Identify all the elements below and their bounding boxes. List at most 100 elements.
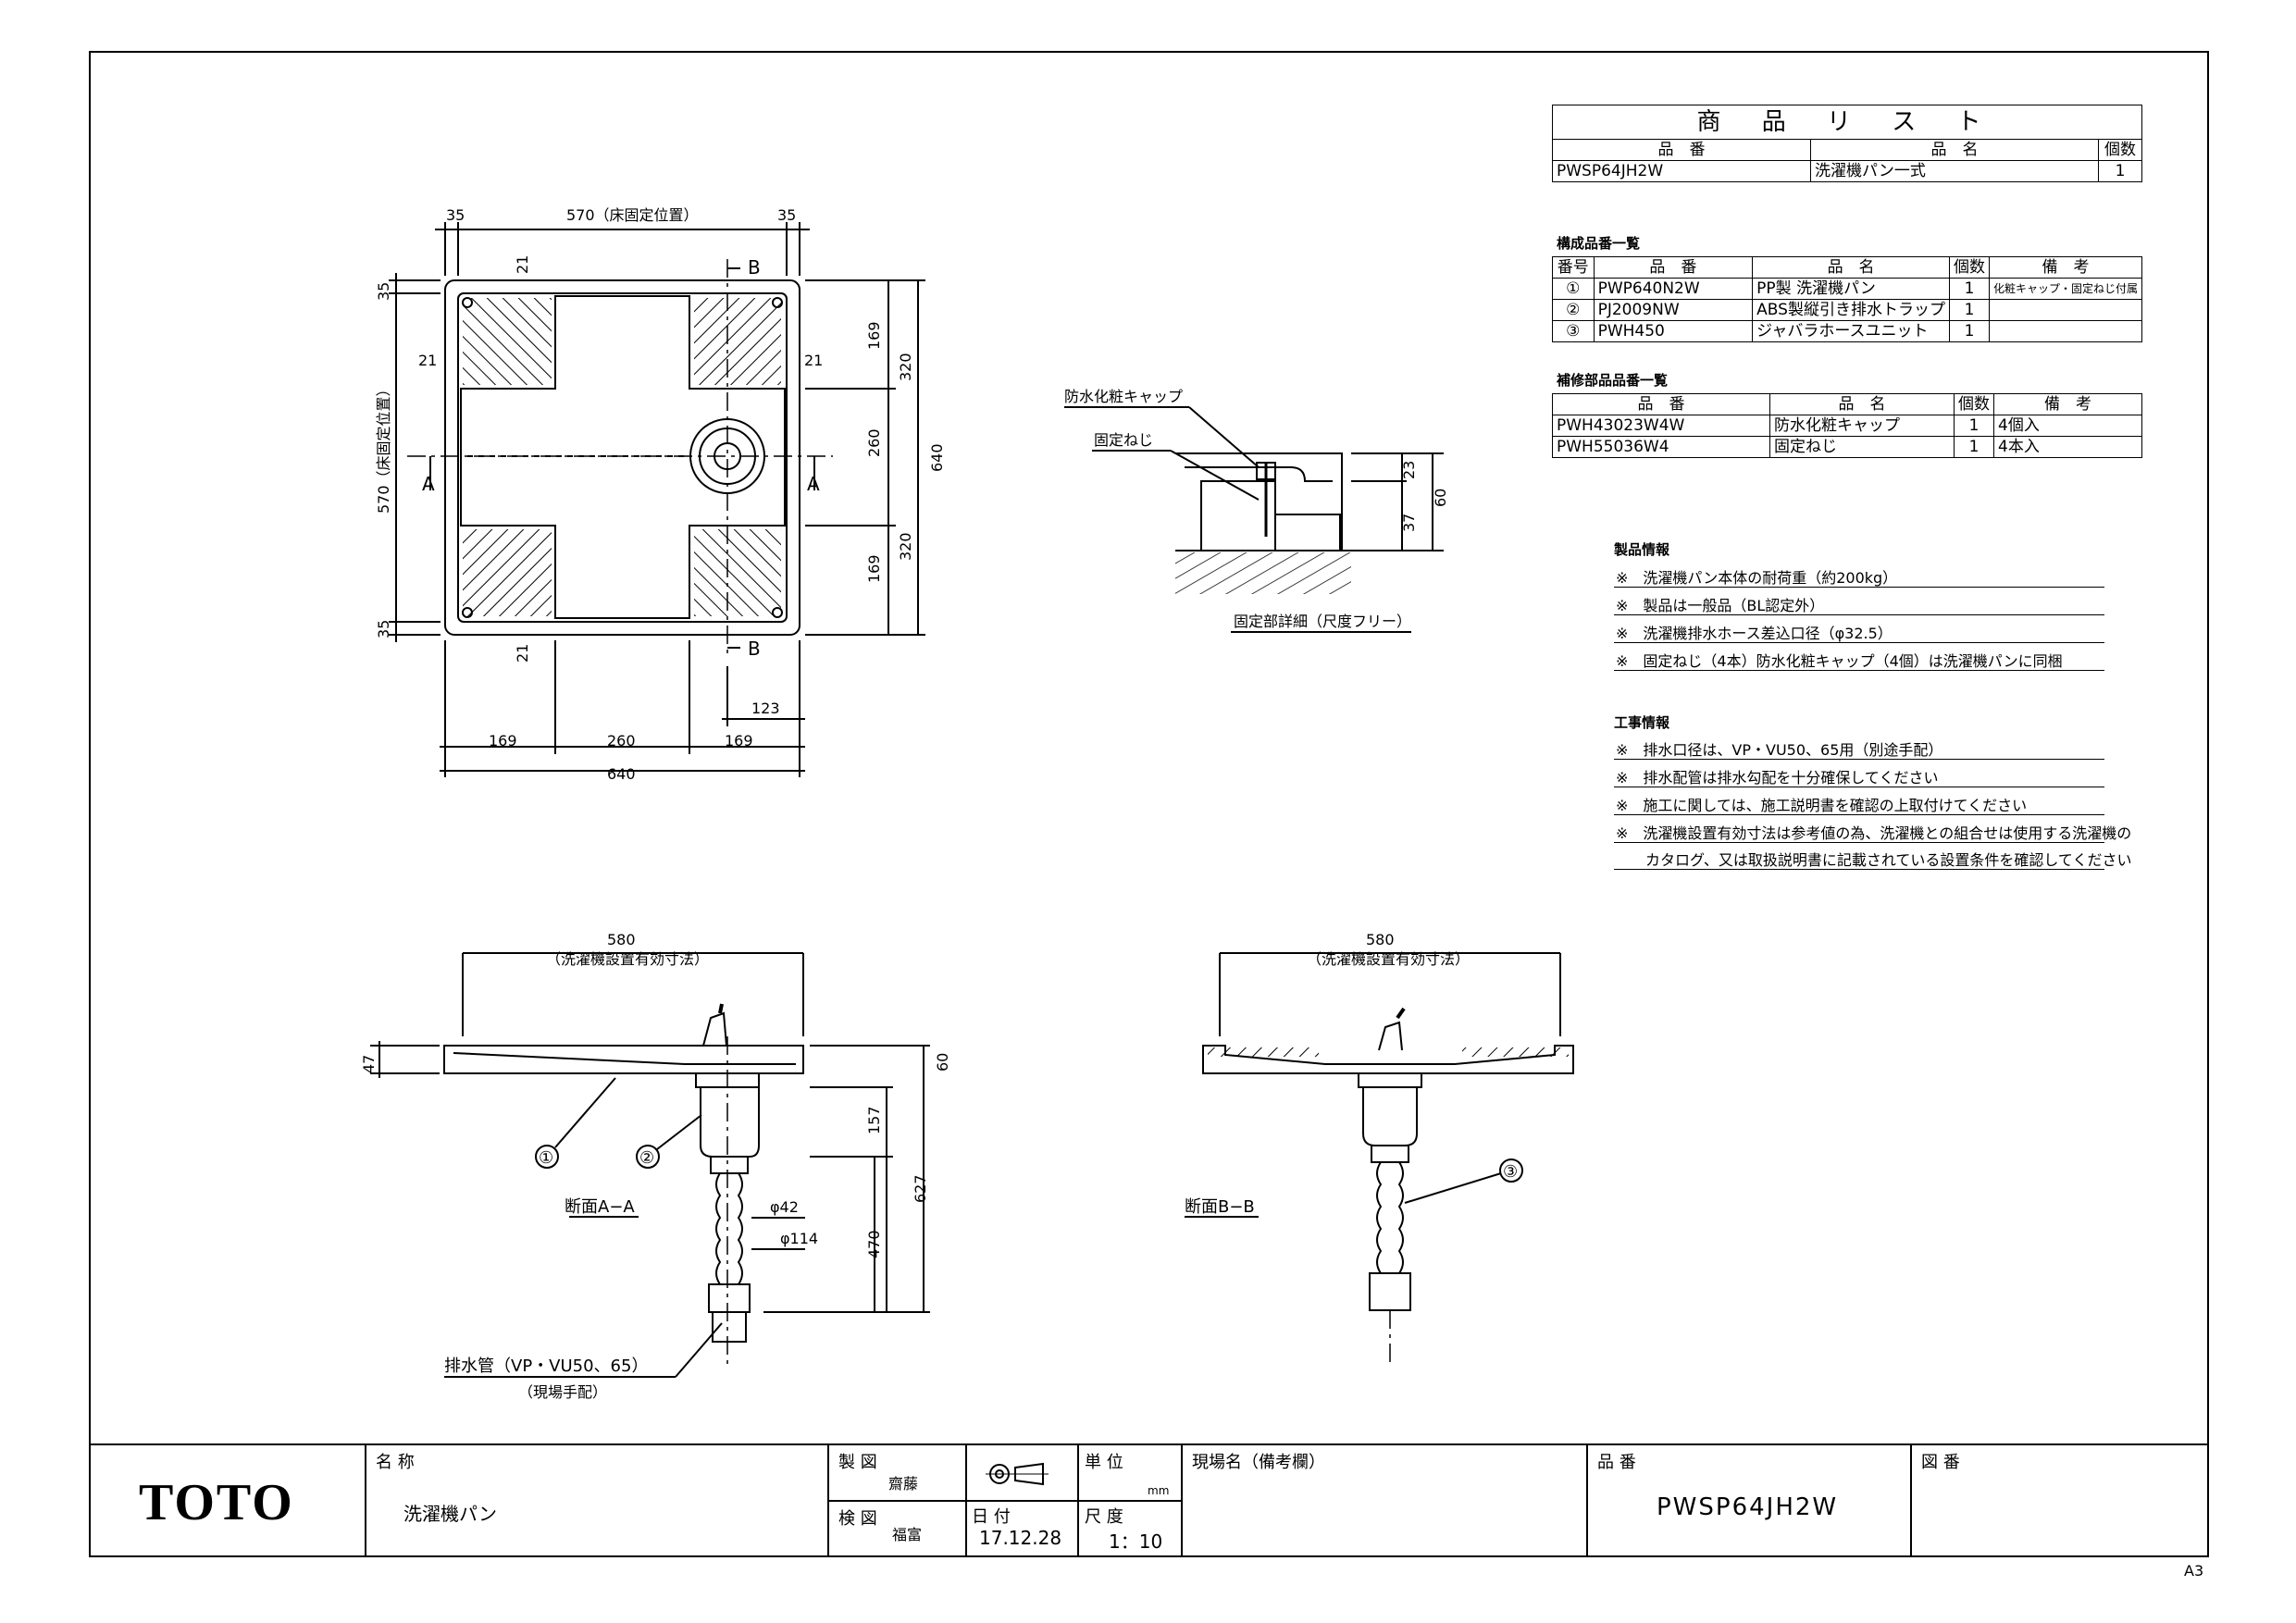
code-label: 品 番	[1597, 1453, 1636, 1472]
section-mark-b: B	[748, 638, 761, 660]
note-item: ※ 製品は一般品（BL認定外）	[1616, 597, 1825, 614]
cell: ABS製縦引き排水トラップ	[1752, 299, 1950, 321]
drawn-by: 齋藤	[888, 1475, 919, 1493]
construction-info-title: 工事情報	[1614, 714, 1670, 731]
scale-value: 1：10	[1109, 1530, 1163, 1553]
components-title: 構成品番一覧	[1557, 235, 1641, 252]
section-mark-b: B	[748, 256, 761, 279]
dim-right: 320	[897, 532, 914, 561]
cell: 4個入	[1993, 415, 2142, 437]
name-value: 洗濯機パン	[403, 1503, 497, 1525]
cell	[1988, 299, 2143, 321]
repair-title: 補修部品品番一覧	[1557, 372, 1669, 389]
dim-bottom-offset: 123	[751, 700, 780, 717]
section-a	[370, 952, 930, 1378]
dim-left: 35	[375, 282, 392, 301]
pipe-note: （現場手配）	[518, 1383, 607, 1401]
cell: PWP640N2W	[1593, 278, 1754, 300]
cell: PWH55036W4	[1552, 436, 1770, 458]
dim: 627	[912, 1174, 929, 1203]
col-header: 品 名	[1752, 256, 1950, 279]
detail-dim: 60	[1432, 489, 1449, 507]
note-item: ※ 固定ねじ（4本）防水化粧キャップ（4個）は洗濯機パンに同梱	[1616, 652, 2063, 670]
col-header: 個数	[1948, 256, 1990, 279]
cell: 固定ねじ	[1769, 436, 1955, 458]
note-item: ※ 排水配管は排水勾配を十分確保してください	[1616, 769, 1939, 787]
cell: 1	[1948, 320, 1990, 342]
col-header: 備 考	[1988, 256, 2143, 279]
callout-1: ①	[539, 1148, 553, 1168]
paper-size: A3	[2184, 1562, 2204, 1580]
checked-label: 検 図	[838, 1509, 877, 1529]
dim-top-left: 35	[446, 206, 465, 224]
detail-dim: 23	[1400, 461, 1418, 479]
pipe-label: 排水管（VP・VU50、65）	[444, 1357, 648, 1376]
col-header: 品 番	[1593, 256, 1754, 279]
toto-logo: TOTO	[139, 1474, 294, 1531]
note-item: ※ 施工に関しては、施工説明書を確認の上取付けてください	[1616, 797, 2028, 814]
dim-right: 320	[897, 353, 914, 381]
section-a-width: 580	[607, 931, 636, 948]
dim-bottom: 169	[489, 732, 517, 750]
unit-label: 単 位	[1085, 1453, 1123, 1472]
unit-value: mm	[1148, 1484, 1170, 1497]
screw-label: 固定ねじ	[1094, 431, 1153, 449]
dim: 47	[360, 1055, 378, 1073]
cell: PWH450	[1593, 320, 1754, 342]
callout-2: ②	[639, 1148, 654, 1168]
note-item: ※ 洗濯機パン本体の耐荷重（約200kg）	[1616, 569, 1898, 587]
product-name: 洗濯機パン一式	[1810, 160, 2099, 182]
detail-caption: 固定部詳細（尺度フリー）	[1234, 613, 1411, 630]
dim: φ114	[780, 1230, 818, 1247]
col-header: 品 番	[1552, 393, 1770, 415]
dim-inner: 21	[514, 255, 531, 274]
dim-left: 35	[375, 620, 392, 638]
dim: 470	[865, 1230, 883, 1258]
section-mark-a: A	[422, 473, 435, 495]
dim-inner: 21	[804, 352, 823, 369]
section-b-width: 580	[1366, 931, 1395, 948]
col-header: 品 番	[1552, 139, 1811, 161]
section-a-width-note: （洗濯機設置有効寸法）	[546, 950, 709, 968]
note-item: ※ 洗濯機排水ホース差込口径（φ32.5）	[1616, 625, 1893, 642]
dim: φ42	[770, 1198, 799, 1216]
col-header: 個数	[1954, 393, 1994, 415]
dim-top-center: 570（床固定位置）	[566, 206, 699, 224]
dim-left-vertical: 570（床固定位置）	[375, 381, 392, 514]
section-b	[1185, 952, 1574, 1365]
cell: PP製 洗濯機パン	[1752, 278, 1950, 300]
dim-right: 169	[865, 321, 883, 350]
cell: PJ2009NW	[1593, 299, 1754, 321]
product-info-title: 製品情報	[1614, 541, 1670, 558]
col-header: 品 名	[1769, 393, 1955, 415]
dim-right-total: 640	[928, 443, 946, 472]
dim-inner: 21	[418, 352, 437, 369]
cell: ①	[1552, 278, 1595, 300]
cell: ③	[1552, 320, 1595, 342]
dim-bottom: 169	[725, 732, 753, 750]
scale-label: 尺 度	[1085, 1507, 1123, 1527]
drawn-label: 製 図	[838, 1453, 877, 1472]
section-mark-a: A	[807, 473, 820, 495]
note-item: ※ 洗濯機設置有効寸法は参考値の為、洗濯機との組合せは使用する洗濯機の	[1616, 824, 2132, 842]
dim-right: 260	[865, 428, 883, 457]
detail-dim: 37	[1400, 514, 1418, 532]
cap-label: 防水化粧キャップ	[1064, 388, 1183, 405]
note-item: カタログ、又は取扱説明書に記載されている設置条件を確認してください	[1616, 851, 2132, 869]
name-label: 名 称	[376, 1453, 415, 1472]
dim-bottom: 260	[607, 732, 636, 750]
dim-top-right: 35	[777, 206, 796, 224]
checked-by: 福富	[892, 1526, 923, 1543]
dim-right: 169	[865, 554, 883, 583]
date-label: 日 付	[972, 1507, 1011, 1527]
cell: 1	[1948, 278, 1990, 300]
dim-inner: 21	[514, 644, 531, 663]
dim-bottom-total: 640	[607, 765, 636, 783]
dim: 60	[934, 1053, 951, 1072]
